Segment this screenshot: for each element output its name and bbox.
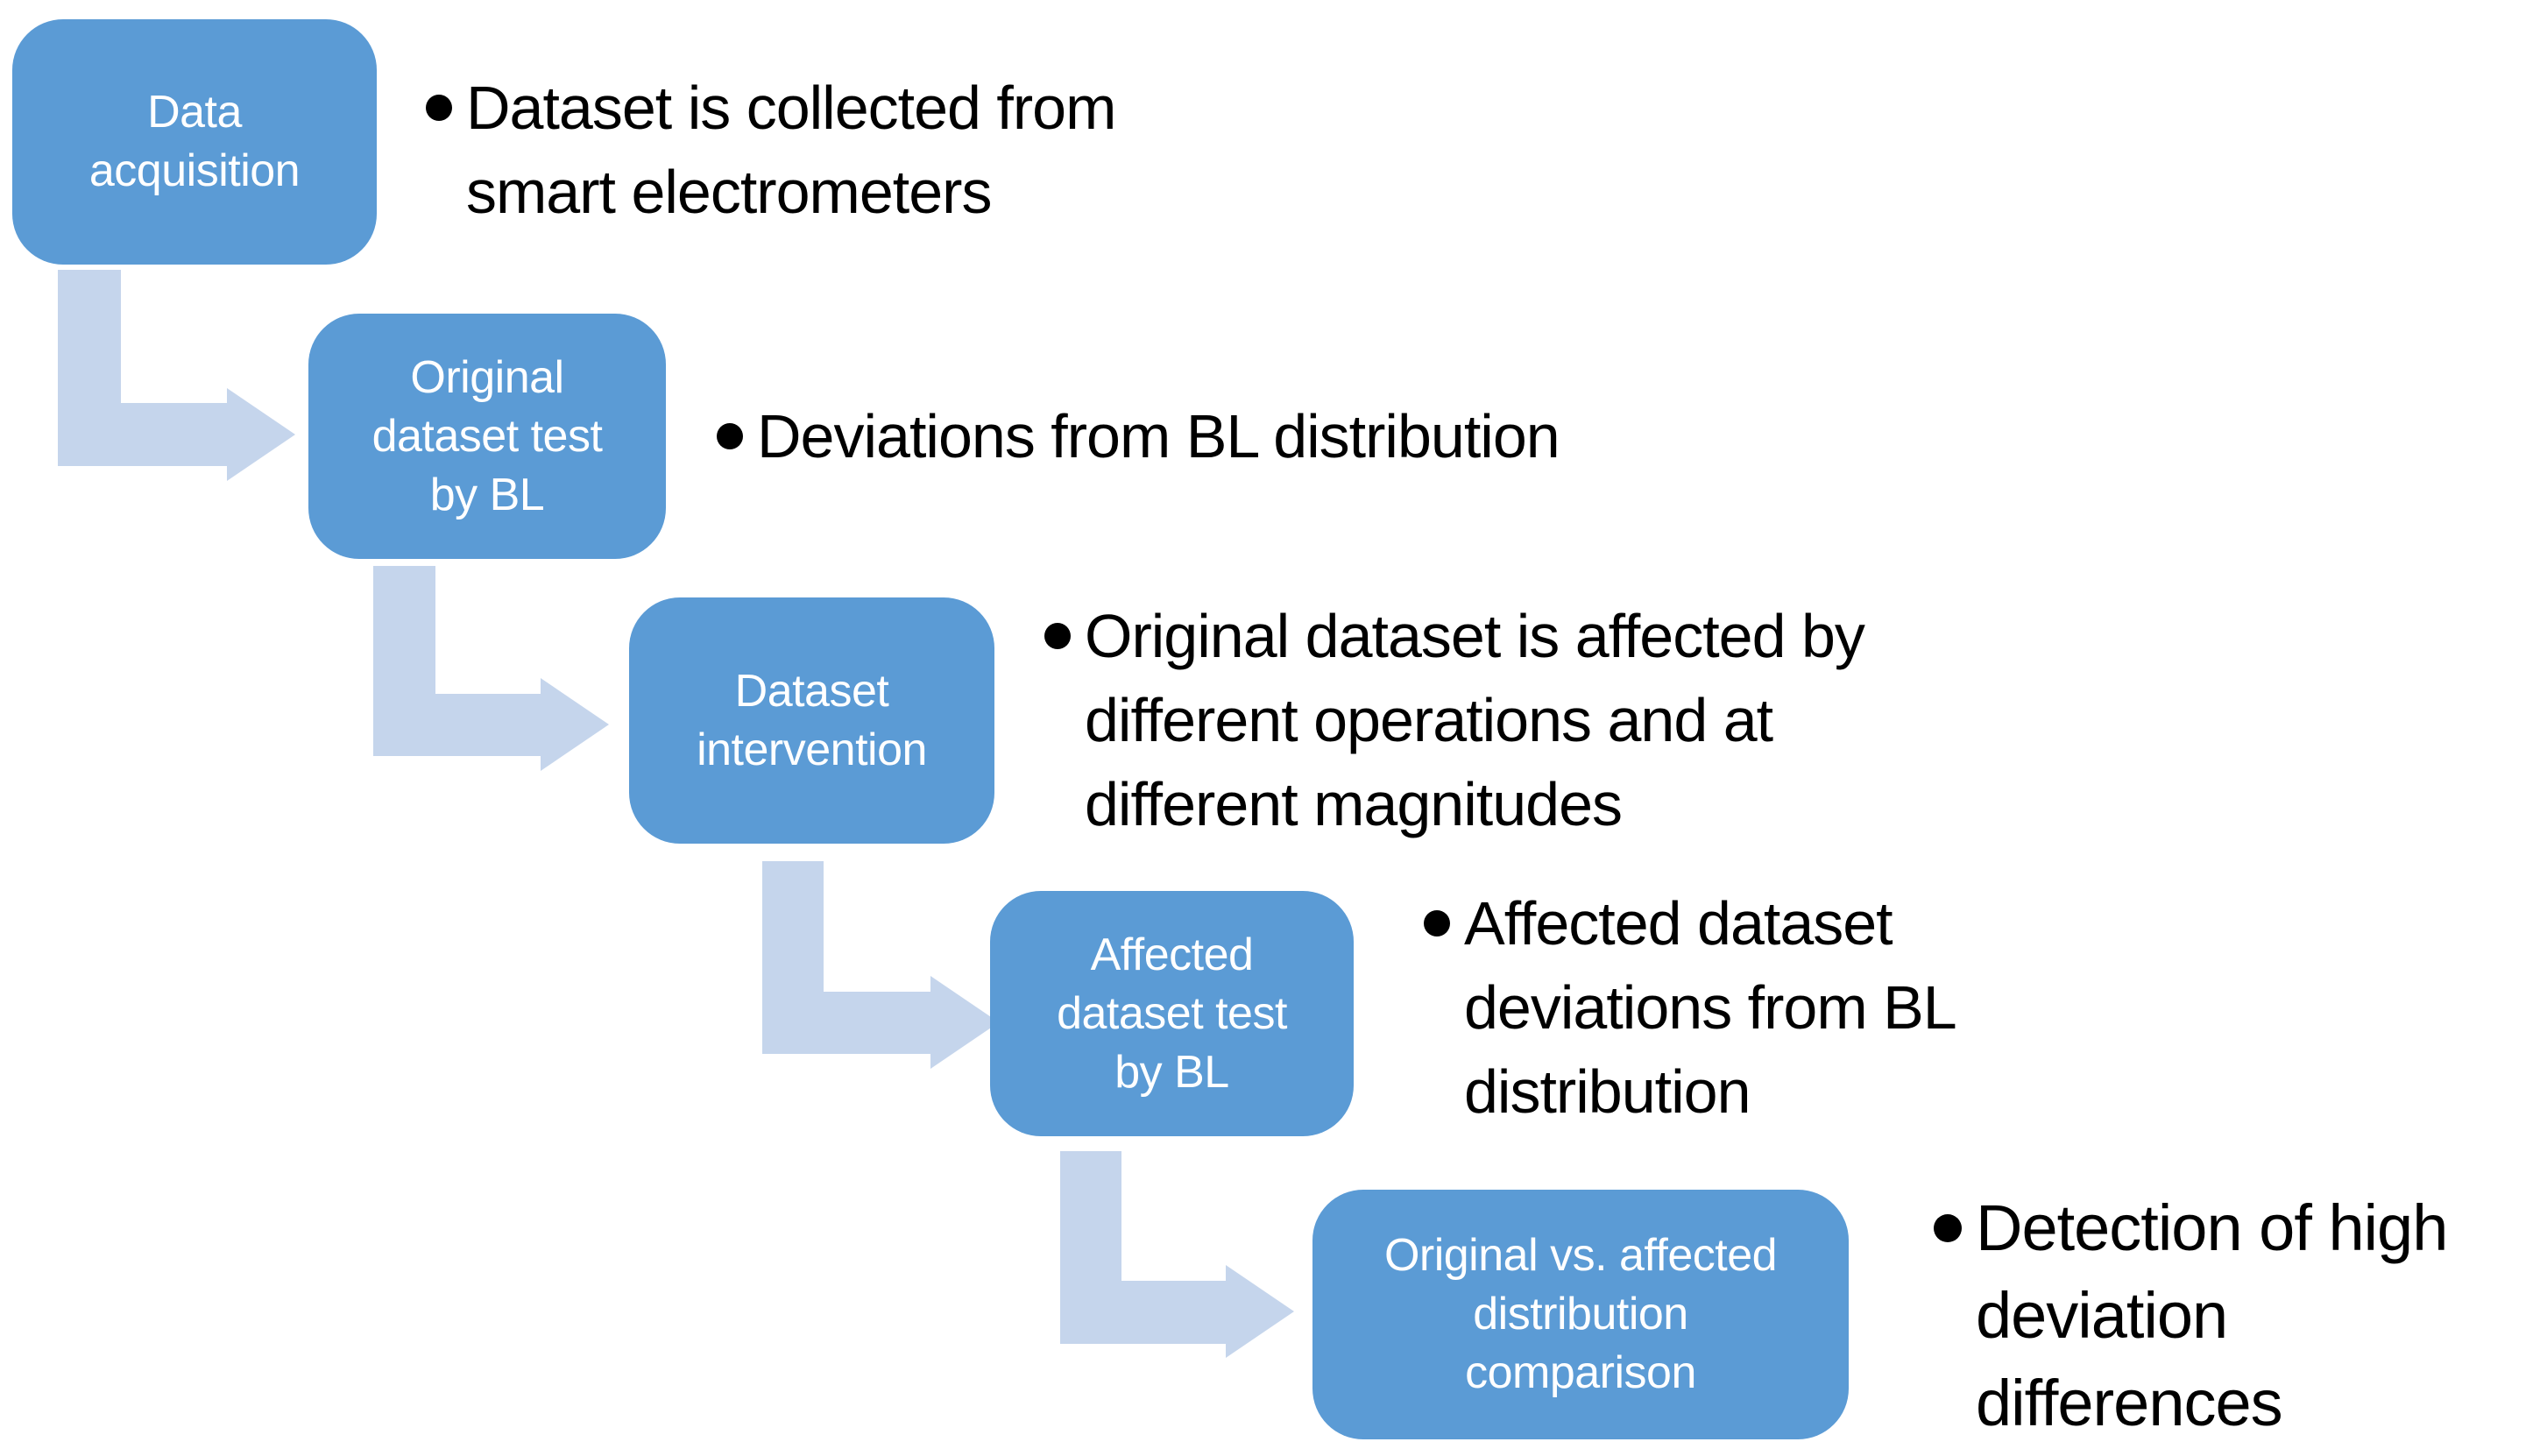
arrow-head-icon <box>541 678 609 771</box>
step-box-data-acquisition: Data acquisition <box>12 19 377 265</box>
step-box-label: Affected dataset test by BL <box>1057 929 1287 1098</box>
bullet-text: Deviations from BL distribution <box>757 402 1560 470</box>
arrow-head-icon <box>1226 1265 1294 1358</box>
bullet-item-distribution-comparison: Detection of high deviation differences <box>1934 1184 2448 1447</box>
bullet-dot-icon <box>1044 623 1071 649</box>
arrow-horizontal-bar <box>1060 1281 1226 1344</box>
bullet-item-original-dataset-test: Deviations from BL distribution <box>717 394 1560 478</box>
arrow-horizontal-bar <box>762 992 930 1054</box>
step-box-label: Original vs. affected distribution compa… <box>1383 1230 1778 1398</box>
step-box-dataset-intervention: Dataset intervention <box>629 597 994 844</box>
bullet-dot-icon <box>426 95 452 121</box>
arrow-horizontal-bar <box>373 694 541 756</box>
arrow-head-icon <box>930 976 999 1069</box>
bullet-item-data-acquisition: Dataset is collected from smart electrom… <box>426 66 1116 234</box>
arrow-head-icon <box>227 388 295 481</box>
bullet-item-affected-dataset-test: Affected dataset deviations from BL dist… <box>1424 881 1957 1134</box>
bullet-dot-icon <box>1424 910 1450 937</box>
arrow-horizontal-bar <box>58 403 227 466</box>
bullet-text: Original dataset is affected by differen… <box>1085 602 1865 838</box>
bullet-dot-icon <box>1934 1214 1962 1242</box>
step-box-distribution-comparison: Original vs. affected distribution compa… <box>1312 1190 1849 1439</box>
bullet-text: Detection of high deviation differences <box>1976 1191 2448 1439</box>
step-box-label: Original dataset test by BL <box>371 351 603 520</box>
step-box-label: Dataset intervention <box>697 665 927 775</box>
bullet-text: Affected dataset deviations from BL dist… <box>1464 889 1957 1126</box>
bullet-text: Dataset is collected from smart electrom… <box>466 74 1116 226</box>
bullet-dot-icon <box>717 423 743 449</box>
bullet-item-dataset-intervention: Original dataset is affected by differen… <box>1044 594 1865 846</box>
step-box-label: Data acquisition <box>88 87 301 196</box>
step-box-original-dataset-test: Original dataset test by BL <box>308 314 666 559</box>
step-box-affected-dataset-test: Affected dataset test by BL <box>990 891 1354 1136</box>
